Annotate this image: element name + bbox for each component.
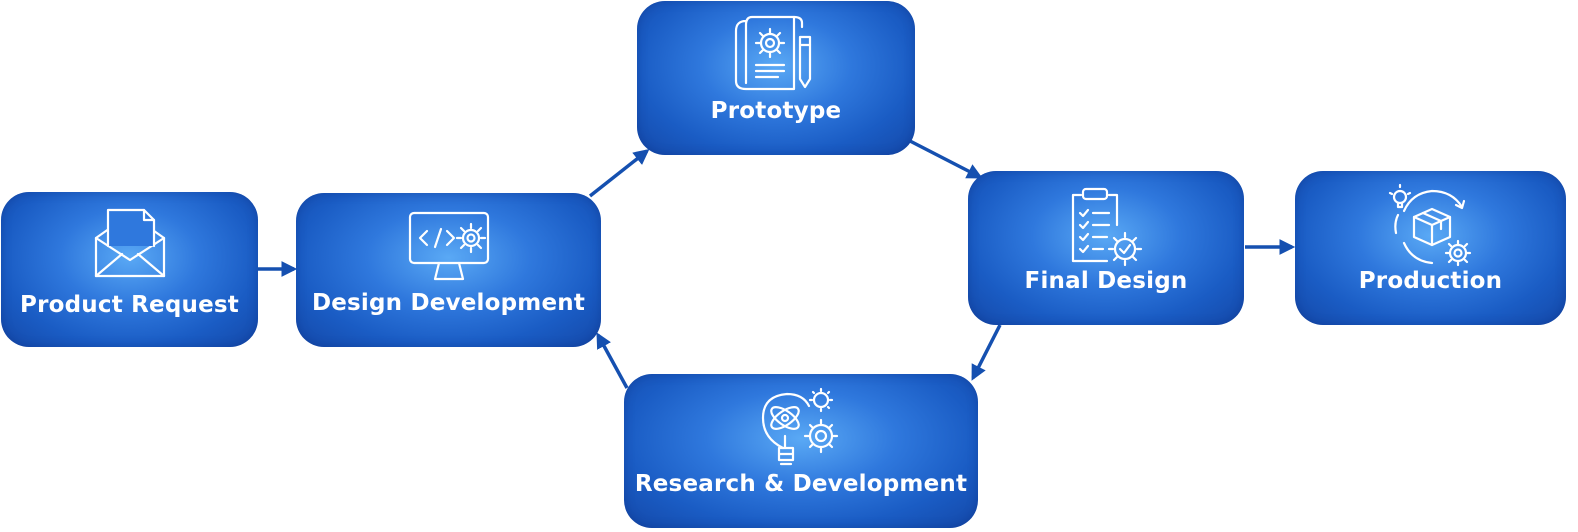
clipboard-checklist-gear-icon (1067, 185, 1145, 273)
node-label: Research & Development (634, 471, 968, 497)
edge-final-design-to-research-development (971, 324, 1002, 381)
node-label: Product Request (20, 292, 239, 318)
node-product-request: Product Request (1, 192, 258, 347)
edge-design-development-to-prototype (588, 149, 650, 198)
node-label: Production (1358, 268, 1503, 294)
node-research-development: Research & Development (624, 374, 978, 528)
node-label: Design Development (311, 290, 586, 316)
box-cycle-gear-icon (1386, 183, 1476, 275)
envelope-letter-icon (92, 208, 168, 284)
edge-prototype-to-final-design (909, 139, 983, 179)
node-production: Production (1295, 171, 1566, 325)
blueprint-gear-pencil-icon (734, 13, 818, 97)
node-label: Final Design (1024, 268, 1188, 294)
node-design-development: Design Development (296, 193, 601, 347)
atom-bulb-gears-icon (757, 386, 845, 474)
node-prototype: Prototype (637, 1, 915, 155)
edge-research-development-to-design-development (596, 332, 629, 389)
monitor-code-gear-icon (407, 211, 491, 287)
node-final-design: Final Design (968, 171, 1244, 325)
node-label: Prototype (710, 98, 842, 124)
